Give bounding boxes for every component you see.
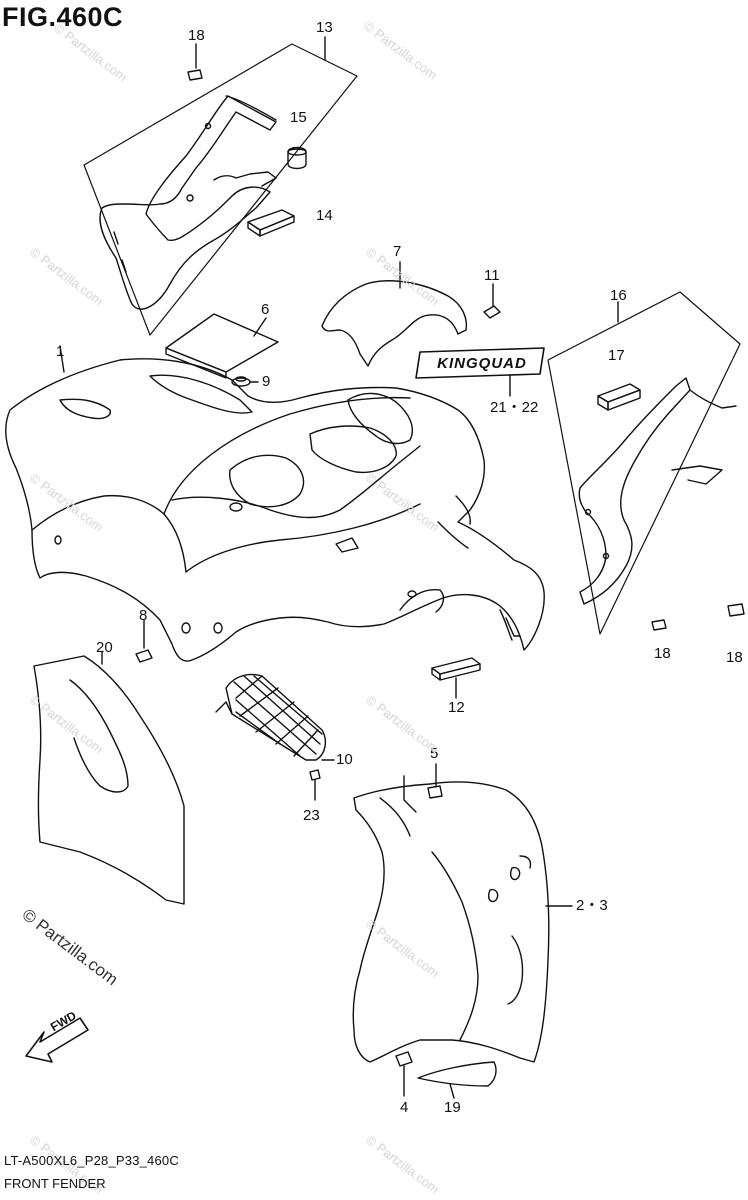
part-14-pad bbox=[247, 209, 295, 237]
callout-20[interactable]: 20 bbox=[96, 639, 113, 656]
callout-13[interactable]: 13 bbox=[316, 19, 333, 36]
callout-18-top[interactable]: 18 bbox=[188, 27, 205, 44]
part-18-bolt-top bbox=[187, 43, 203, 81]
part-8-bolt bbox=[135, 619, 153, 663]
callout-14[interactable]: 14 bbox=[316, 207, 333, 224]
part-12-strip bbox=[431, 657, 481, 699]
callout-17[interactable]: 17 bbox=[608, 347, 625, 364]
part-6-cover bbox=[165, 313, 279, 379]
part-2-3-mud-guard bbox=[352, 775, 573, 1063]
part-9-grommet bbox=[231, 376, 259, 387]
part-18-bolts-right bbox=[651, 603, 745, 631]
callout-4[interactable]: 4 bbox=[400, 1099, 409, 1116]
callout-15[interactable]: 15 bbox=[290, 109, 307, 126]
figure-code: LT-A500XL6_P28_P33_460C bbox=[4, 1153, 179, 1168]
part-10-mesh-panel bbox=[215, 673, 335, 761]
group-box-16 bbox=[547, 291, 741, 635]
part-16-inner-panel bbox=[578, 377, 737, 605]
callout-18-mid[interactable]: 18 bbox=[654, 645, 671, 662]
kingquad-decal-text: KINGQUAD bbox=[437, 355, 527, 372]
part-15-grommet bbox=[287, 146, 307, 170]
callout-21-22[interactable]: 21・22 bbox=[490, 399, 539, 416]
part-20-mud-flap bbox=[33, 651, 185, 905]
callout-7[interactable]: 7 bbox=[393, 243, 402, 260]
callout-1[interactable]: 1 bbox=[56, 343, 65, 360]
part-11-screw bbox=[483, 283, 501, 319]
group-box-13 bbox=[83, 36, 358, 336]
callout-6[interactable]: 6 bbox=[261, 301, 270, 318]
part-5-bolt bbox=[427, 763, 443, 799]
callout-16[interactable]: 16 bbox=[610, 287, 627, 304]
figure-name: FRONT FENDER bbox=[4, 1176, 106, 1191]
callout-23[interactable]: 23 bbox=[303, 807, 320, 824]
figure-title: FIG.460C bbox=[2, 2, 124, 32]
callout-5[interactable]: 5 bbox=[430, 745, 439, 762]
callout-2-3[interactable]: 2・3 bbox=[576, 897, 608, 914]
callout-11[interactable]: 11 bbox=[484, 267, 500, 284]
part-13-inner-panel bbox=[99, 95, 277, 310]
callout-19[interactable]: 19 bbox=[444, 1099, 461, 1116]
callout-9[interactable]: 9 bbox=[262, 373, 271, 390]
callout-18-right[interactable]: 18 bbox=[726, 649, 743, 666]
part-1-front-fender bbox=[5, 345, 545, 662]
part-7-top-cover bbox=[321, 261, 468, 367]
callout-12[interactable]: 12 bbox=[448, 699, 465, 716]
callout-8[interactable]: 8 bbox=[139, 607, 148, 624]
part-19-strip bbox=[417, 1061, 497, 1099]
part-23-screw bbox=[309, 769, 321, 801]
part-21-22-decal bbox=[415, 347, 545, 397]
fwd-arrow-icon bbox=[25, 1017, 89, 1063]
part-17-pad bbox=[597, 383, 641, 411]
callout-10[interactable]: 10 bbox=[336, 751, 353, 768]
part-4-bolt bbox=[395, 1051, 413, 1097]
